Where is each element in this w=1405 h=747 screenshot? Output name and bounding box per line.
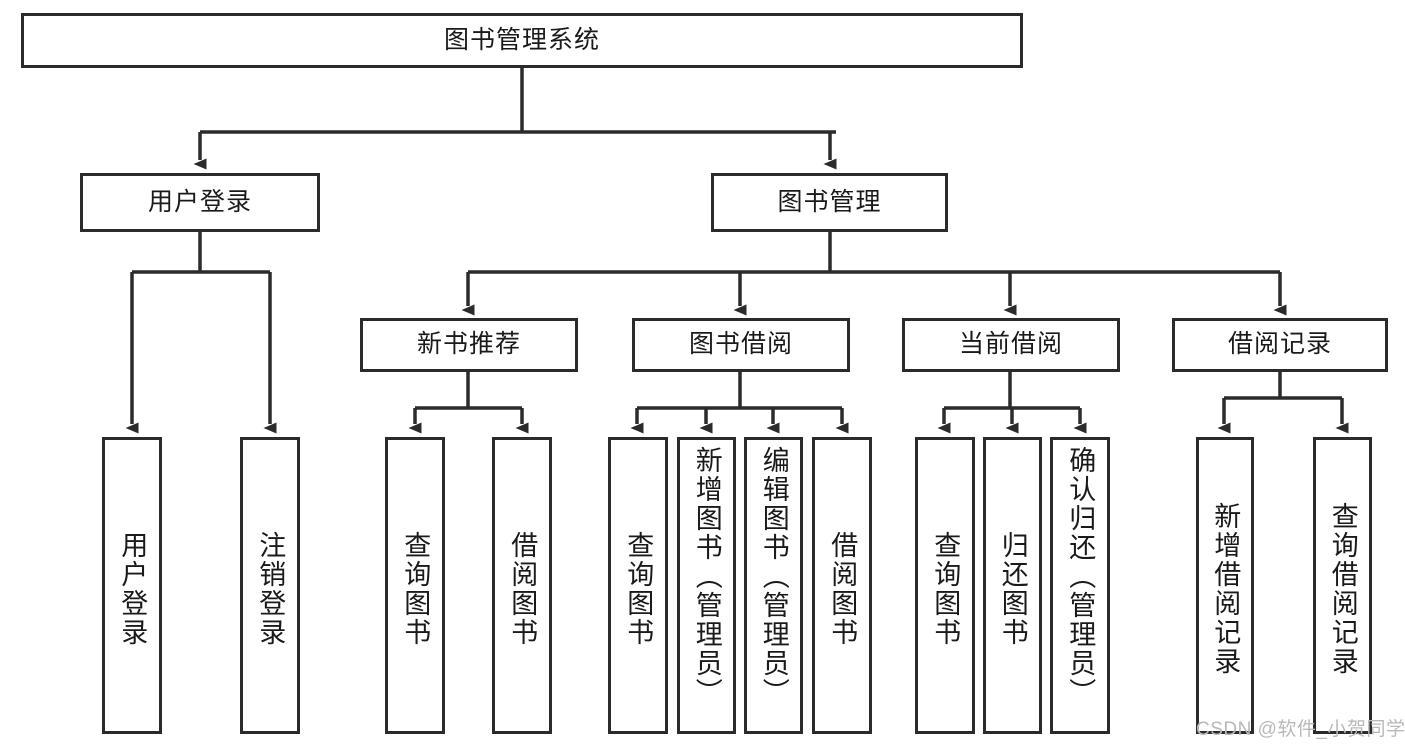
node-leaf-return-book[interactable]: 归还图书: [983, 437, 1042, 734]
node-leaf-add-borrow-record[interactable]: 新增借阅记录: [1196, 437, 1254, 734]
node-leaf-query-book-current[interactable]: 查询图书: [915, 437, 975, 734]
node-leaf-add-book[interactable]: 新增图书（管理员）: [677, 437, 736, 734]
node-book-management[interactable]: 图书管理: [711, 173, 948, 232]
node-leaf-query-borrow-record[interactable]: 查询借阅记录: [1313, 437, 1372, 734]
node-leaf-add-book-label: 新增图书（管理员）: [691, 446, 722, 707]
node-user-login-label: 用户登录: [147, 187, 252, 216]
node-leaf-confirm-return[interactable]: 确认归还（管理员）: [1050, 437, 1110, 734]
node-leaf-edit-book-label: 编辑图书（管理员）: [758, 446, 789, 707]
node-book-borrow[interactable]: 图书借阅: [632, 318, 850, 372]
node-leaf-user-login-label: 用户登录: [117, 530, 148, 647]
node-leaf-borrow-book-label: 借阅图书: [827, 530, 858, 647]
node-leaf-query-book-recommend[interactable]: 查询图书: [385, 437, 445, 734]
node-current-borrow[interactable]: 当前借阅: [902, 318, 1120, 372]
node-borrow-record-label: 借阅记录: [1227, 330, 1332, 359]
watermark: CSDN @软件_小贺同学: [1196, 719, 1405, 740]
node-book-borrow-label: 图书借阅: [688, 330, 793, 359]
node-leaf-edit-book[interactable]: 编辑图书（管理员）: [744, 437, 803, 734]
node-leaf-confirm-return-label: 确认归还（管理员）: [1065, 446, 1096, 707]
node-leaf-add-borrow-record-label: 新增借阅记录: [1210, 501, 1241, 676]
node-root[interactable]: 图书管理系统: [21, 13, 1023, 68]
node-new-book-recommend-label: 新书推荐: [416, 330, 521, 359]
node-leaf-query-book-label: 查询图书: [623, 530, 654, 647]
node-book-management-label: 图书管理: [777, 187, 882, 216]
node-leaf-user-login[interactable]: 用户登录: [102, 437, 162, 734]
node-leaf-query-book-current-label: 查询图书: [930, 530, 961, 647]
node-current-borrow-label: 当前借阅: [958, 330, 1063, 359]
node-root-label: 图书管理系统: [443, 25, 600, 54]
node-leaf-borrow-book-recommend[interactable]: 借阅图书: [492, 437, 552, 734]
node-leaf-logout[interactable]: 注销登录: [240, 437, 300, 734]
node-leaf-borrow-book[interactable]: 借阅图书: [812, 437, 872, 734]
node-leaf-return-book-label: 归还图书: [997, 530, 1028, 647]
node-leaf-borrow-book-recommend-label: 借阅图书: [507, 530, 538, 647]
node-leaf-logout-label: 注销登录: [255, 530, 286, 647]
node-user-login[interactable]: 用户登录: [80, 173, 320, 232]
node-leaf-query-book-recommend-label: 查询图书: [400, 530, 431, 647]
node-leaf-query-borrow-record-label: 查询借阅记录: [1327, 501, 1358, 676]
node-leaf-query-book[interactable]: 查询图书: [608, 437, 668, 734]
node-new-book-recommend[interactable]: 新书推荐: [360, 318, 578, 372]
node-borrow-record[interactable]: 借阅记录: [1172, 318, 1388, 372]
